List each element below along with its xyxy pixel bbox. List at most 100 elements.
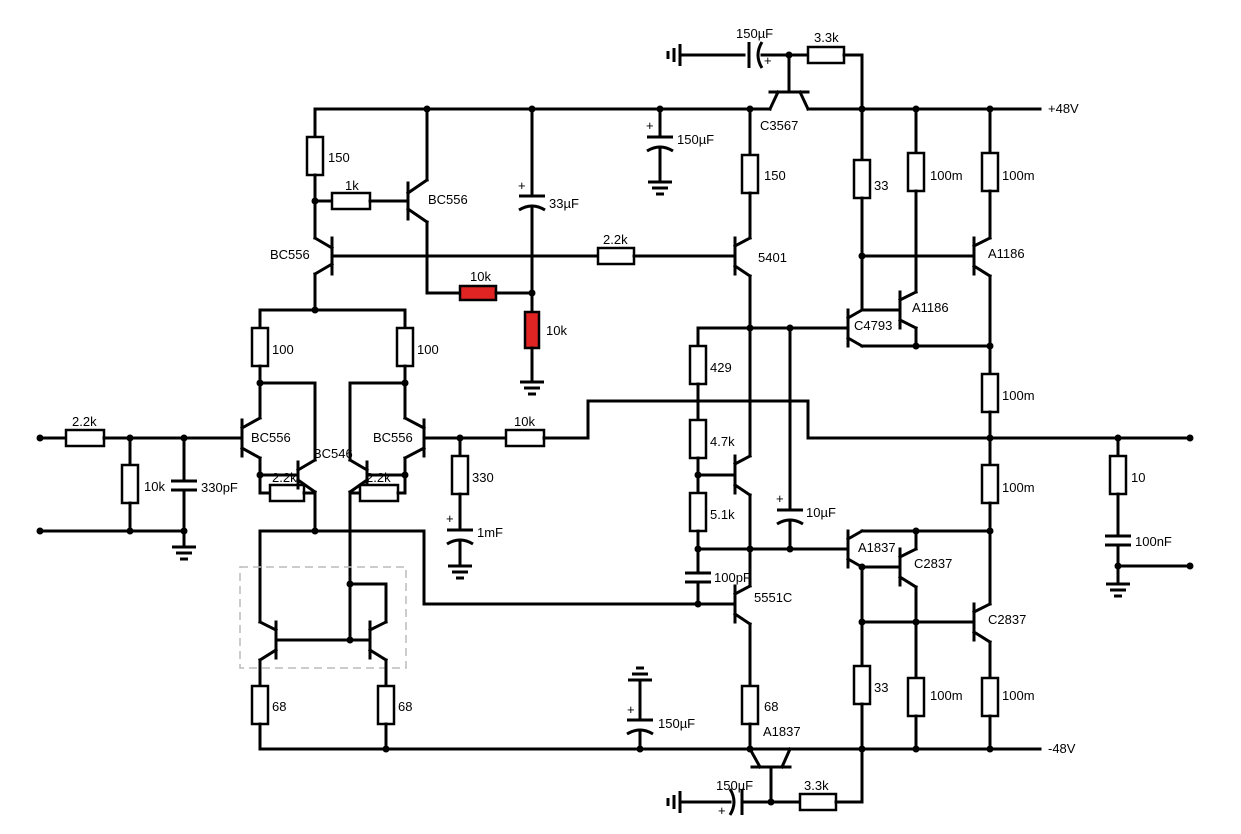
res-100m-e-label: 100m — [930, 688, 963, 703]
ground-symbol — [648, 180, 672, 196]
res-100m-a — [906, 151, 926, 193]
cap-top-150u — [747, 41, 764, 69]
q-mirror-left — [257, 619, 279, 663]
q-c2837-drv — [897, 546, 919, 590]
res-150-left-label: 150 — [328, 150, 350, 165]
q-bc556-dl-label: BC556 — [251, 430, 291, 445]
q-c2837-drv-label: C2837 — [914, 556, 952, 571]
res-100m-b — [980, 151, 1000, 193]
q-a1837-drv-label: A1837 — [858, 540, 896, 555]
q-a1186-drv — [897, 289, 919, 331]
cap-10u-label: 10µF — [806, 505, 836, 520]
res-2k2-in — [64, 428, 106, 448]
res-68-r — [376, 684, 396, 726]
res-33-bot-label: 33 — [874, 680, 888, 695]
q-c3567 — [768, 90, 810, 111]
ground-symbol — [1106, 582, 1130, 598]
bottom-ground-symbol — [666, 791, 682, 813]
q-5401 — [732, 235, 753, 279]
res-10k-fb — [504, 428, 546, 448]
svg-text:+: + — [627, 702, 635, 717]
svg-text:+: + — [776, 491, 784, 506]
q-bc556-dl — [239, 415, 263, 461]
res-100-right-label: 100 — [417, 342, 439, 357]
q-5551c — [732, 583, 753, 627]
res-10k-red-v-label: 10k — [546, 323, 567, 338]
cap-150u-bot-label: 150µF — [658, 716, 695, 731]
res-429 — [688, 344, 708, 386]
res-2k2-er-label: 2.2k — [366, 470, 391, 485]
res-100m-a-label: 100m — [930, 168, 963, 183]
ground-symbol — [628, 666, 652, 682]
res-68-vas-label: 68 — [764, 699, 778, 714]
res-100m-d-label: 100m — [1002, 480, 1035, 495]
cap-1mF-label: 1mF — [477, 525, 503, 540]
res-5k1 — [688, 491, 708, 533]
res-2k2-el-label: 2.2k — [272, 470, 297, 485]
cap-100p-label: 100pF — [714, 570, 751, 585]
res-100-left — [250, 326, 270, 368]
res-330 — [450, 454, 470, 496]
svg-text:+: + — [764, 53, 772, 68]
res-100m-e — [906, 676, 926, 718]
q-bc556-top — [405, 177, 430, 225]
res-100m-f-label: 100m — [1002, 688, 1035, 703]
res-2k2-mid-label: 2.2k — [603, 232, 628, 247]
q-vbe — [732, 453, 753, 498]
q-bc556-left-label: BC556 — [270, 247, 310, 262]
q-c3567-label: C3567 — [760, 118, 798, 133]
q-a1837-bot-label: A1837 — [763, 724, 801, 739]
cap-100nF-label: 100nF — [1135, 534, 1172, 549]
q-bc556-top-label: BC556 — [428, 192, 468, 207]
res-100m-b-label: 100m — [1002, 168, 1035, 183]
res-10k-red-h-label: 10k — [470, 269, 491, 284]
svg-text:+: + — [718, 803, 726, 818]
res-10k-red-v — [523, 310, 541, 350]
res-33-top-label: 33 — [874, 178, 888, 193]
res-5k1-label: 5.1k — [710, 507, 735, 522]
res-10k-in-label: 10k — [144, 479, 165, 494]
cap-330p-label: 330pF — [201, 480, 238, 495]
cap-33u-label: 33µF — [549, 196, 579, 211]
ground-symbol — [172, 545, 196, 561]
q-c2837-out — [971, 601, 993, 645]
q-c4793 — [845, 307, 865, 349]
q-c2837-out-label: C2837 — [988, 612, 1026, 627]
res-429-label: 429 — [710, 360, 732, 375]
res-330-label: 330 — [472, 470, 494, 485]
res-33-bot — [852, 664, 872, 706]
ground-symbol — [448, 564, 472, 580]
q-a1837-bot — [747, 746, 792, 770]
res-68-l — [250, 684, 270, 726]
res-68-vas — [740, 684, 760, 726]
positive-rail-label: +48V — [1048, 101, 1079, 116]
q-bc546-label: BC546 — [313, 446, 353, 461]
q-c4793-label: C4793 — [854, 318, 892, 333]
res-1k-label: 1k — [345, 178, 359, 193]
res-1k — [330, 191, 372, 211]
svg-text:+: + — [646, 118, 654, 133]
res-150-right-label: 150 — [764, 168, 786, 183]
res-bot-3k3 — [798, 792, 838, 812]
res-4k7 — [688, 418, 708, 460]
q-5401-label: 5401 — [758, 250, 787, 265]
res-10k-in — [120, 463, 140, 505]
svg-text:+: + — [518, 178, 526, 193]
res-bot-3k3-label: 3.3k — [804, 778, 829, 793]
negative-rail-label: -48V — [1048, 741, 1076, 756]
res-10k-red-h — [458, 284, 498, 302]
q-bc546 — [295, 457, 318, 495]
res-100m-f — [980, 676, 1000, 718]
res-68-l-label: 68 — [272, 699, 286, 714]
res-100-left-label: 100 — [272, 342, 294, 357]
res-10-zobel — [1108, 454, 1128, 496]
res-10k-fb-label: 10k — [514, 414, 535, 429]
mirror-dashed-box — [239, 566, 407, 669]
res-2k2-er — [358, 483, 400, 503]
res-68-r-label: 68 — [398, 699, 412, 714]
res-10-zobel-label: 10 — [1131, 470, 1145, 485]
ground-symbol — [520, 380, 544, 396]
q-5551c-label: 5551C — [754, 590, 792, 605]
cap-bot-150u-label: 150µF — [716, 778, 753, 793]
